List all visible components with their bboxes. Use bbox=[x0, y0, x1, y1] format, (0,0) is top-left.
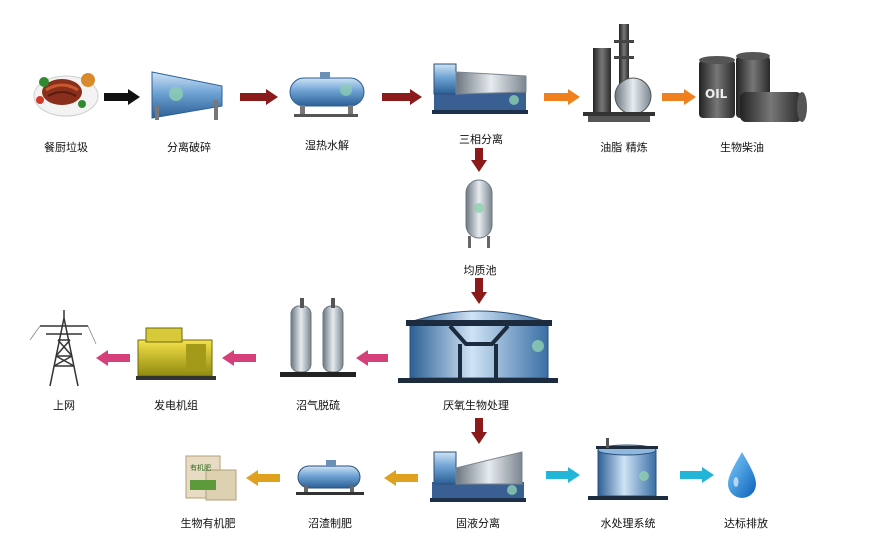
fertilizer-bags-icon: 有机肥 bbox=[185, 455, 237, 501]
arrow-water-to-discharge bbox=[680, 467, 714, 483]
twin-tower-icon bbox=[280, 298, 356, 377]
bag-text: 有机肥 bbox=[190, 463, 211, 472]
barrel-text: OIL bbox=[705, 87, 728, 101]
label-crushing: 分离破碎 bbox=[167, 141, 211, 154]
arrow-three-phase-to-equalization bbox=[471, 148, 487, 172]
compost-tank-icon bbox=[296, 460, 364, 495]
arrow-residue-to-fertilizer bbox=[246, 470, 280, 486]
arrow-solid-liquid-to-water bbox=[546, 467, 580, 483]
screw-separator-icon bbox=[430, 451, 526, 502]
label-hydrolysis: 湿热水解 bbox=[305, 139, 349, 152]
arrow-equalization-to-anaerobic bbox=[471, 278, 487, 304]
label-water-treatment: 水处理系统 bbox=[600, 517, 656, 530]
label-refining: 油脂 精炼 bbox=[600, 141, 648, 154]
label-solid-liquid: 固液分离 bbox=[456, 517, 500, 530]
water-tank-icon bbox=[588, 438, 668, 500]
label-desulfurization: 沼气脱硫 bbox=[296, 399, 340, 412]
arrow-three-phase-to-refining bbox=[544, 89, 580, 105]
horizontal-tank-icon bbox=[289, 72, 365, 117]
label-residue: 沼渣制肥 bbox=[308, 517, 352, 530]
arrow-refining-to-biodiesel bbox=[662, 89, 696, 105]
decanter-centrifuge-icon bbox=[432, 63, 528, 114]
label-three-phase: 三相分离 bbox=[459, 133, 503, 146]
anaerobic-digester-icon bbox=[398, 310, 558, 383]
generator-set-icon bbox=[136, 327, 216, 380]
arrow-solid-liquid-to-residue bbox=[384, 470, 418, 486]
label-fertilizer: 生物有机肥 bbox=[180, 517, 236, 530]
arrow-crushing-to-hydrolysis bbox=[240, 89, 278, 105]
label-equalization: 均质池 bbox=[463, 264, 497, 277]
label-biodiesel: 生物柴油 bbox=[720, 141, 764, 154]
label-discharge: 达标排放 bbox=[724, 517, 768, 530]
vertical-tank-icon bbox=[465, 179, 493, 248]
oil-barrels-icon: OIL bbox=[699, 52, 807, 122]
power-tower-icon bbox=[29, 310, 97, 387]
label-grid: 上网 bbox=[53, 399, 75, 412]
arrow-anaerobic-to-desulfurization bbox=[356, 350, 388, 366]
arrow-waste-to-crushing bbox=[104, 89, 140, 105]
water-drop-icon bbox=[728, 452, 756, 498]
label-kitchen-waste: 餐厨垃圾 bbox=[44, 141, 88, 154]
arrow-generator-to-grid bbox=[96, 350, 130, 366]
refinery-tower-icon bbox=[583, 24, 655, 122]
crusher-icon bbox=[151, 71, 223, 120]
food-plate-icon bbox=[33, 73, 99, 117]
label-anaerobic: 厌氧生物处理 bbox=[443, 399, 509, 412]
arrow-desulfurization-to-generator bbox=[222, 350, 256, 366]
label-generator: 发电机组 bbox=[154, 399, 198, 412]
arrow-hydrolysis-to-three-phase bbox=[382, 89, 422, 105]
flow-arrows bbox=[96, 89, 714, 486]
arrow-anaerobic-to-solid-liquid bbox=[471, 418, 487, 444]
